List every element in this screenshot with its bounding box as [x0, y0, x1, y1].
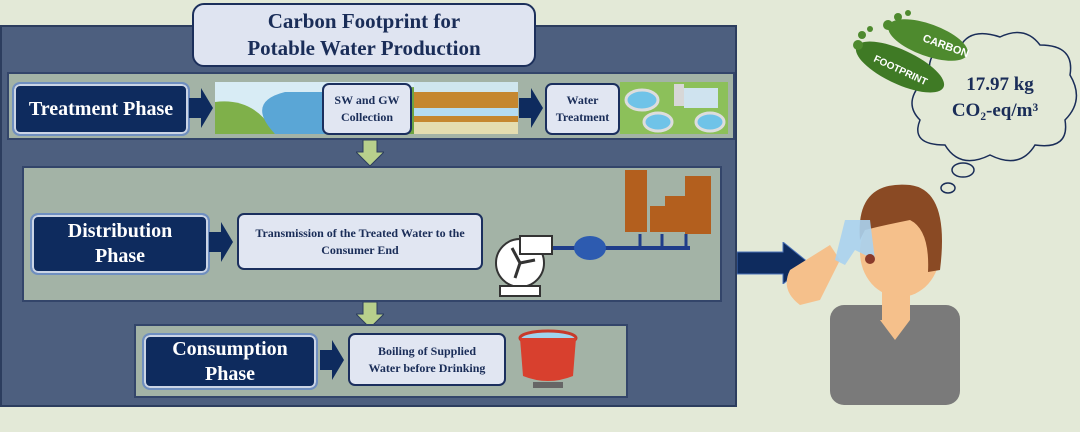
boiling-box: Boiling of Supplied Water before Drinkin…	[348, 333, 506, 386]
treatment-phase-label: Treatment Phase	[12, 82, 190, 136]
transmission-box: Transmission of the Treated Water to the…	[237, 213, 483, 270]
groundwater-image	[414, 82, 518, 134]
arrow-right-icon	[209, 222, 233, 262]
consumption-phase-label: Consumption Phase	[142, 333, 318, 390]
carbon-footprint-logo: CARBON FOOTPRINT	[853, 10, 970, 93]
carbon-value: 17.97 kg	[966, 74, 1034, 95]
page-title: Carbon Footprint for Potable Water Produ…	[192, 3, 536, 67]
arrow-down-icon	[356, 140, 384, 166]
title-line2: Potable Water Production	[247, 36, 481, 60]
distribution-line1: Distribution	[67, 220, 173, 242]
sw-gw-collection-box: SW and GW Collection	[322, 83, 412, 135]
arrow-right-icon	[189, 88, 213, 128]
water-treatment-box: Water Treatment	[545, 83, 620, 135]
arrow-right-icon	[519, 88, 543, 128]
arrow-down-icon	[356, 302, 384, 328]
person-drinking-image	[786, 184, 960, 405]
carbon-unit: CO₂-eq/m³	[951, 100, 1039, 121]
pump-pipeline-image	[495, 170, 711, 297]
distribution-phase-label: Distribution Phase	[30, 213, 210, 275]
boiling-pot-image	[518, 329, 578, 388]
arrow-right-icon	[320, 340, 344, 380]
distribution-line2: Phase	[95, 245, 145, 267]
treatment-plant-image	[620, 82, 728, 134]
consumption-line2: Phase	[205, 362, 255, 385]
consumption-line1: Consumption	[172, 337, 288, 360]
thought-cloud	[911, 31, 1078, 194]
title-line1: Carbon Footprint for	[267, 9, 461, 33]
